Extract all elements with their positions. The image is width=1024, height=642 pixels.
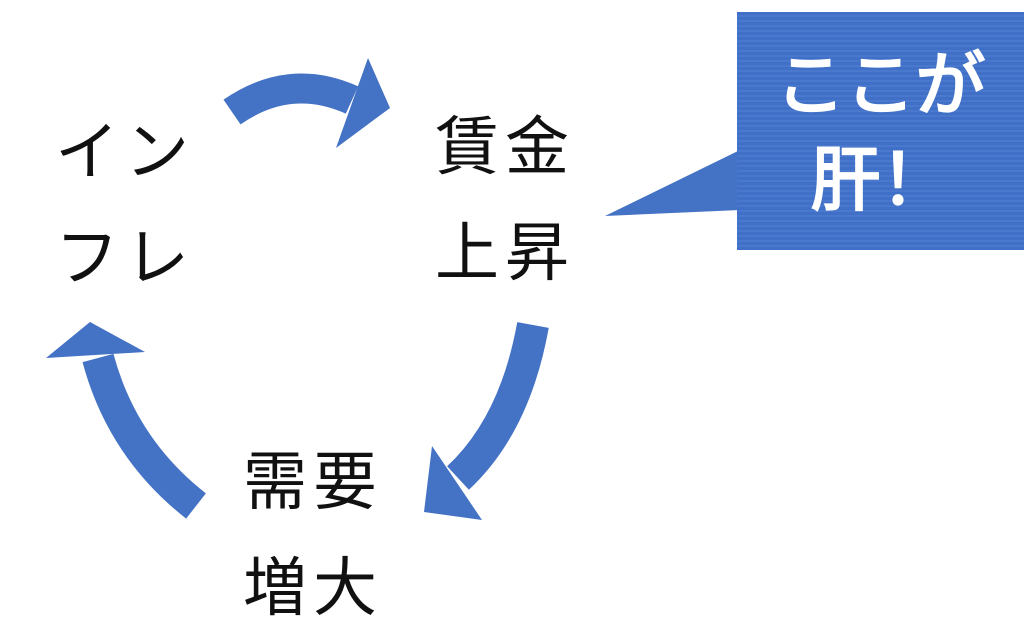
node-inflation-line1: イン <box>55 116 195 190</box>
arrow-wage-to-demand <box>424 322 549 520</box>
callout-line1: ここが <box>775 44 986 126</box>
node-wage-rise-line1: 賃金 <box>435 111 575 185</box>
arrow-inflation-to-wage <box>223 58 390 148</box>
arrow-demand-to-inflation <box>46 322 206 519</box>
node-wage-rise-line2: 上昇 <box>435 217 575 291</box>
node-demand-increase: 需要 増大 <box>243 430 383 642</box>
node-demand-line2: 増大 <box>243 552 383 626</box>
callout-line2: 肝！ <box>810 139 951 221</box>
callout-tail <box>605 150 740 216</box>
cycle-diagram <box>46 58 740 520</box>
node-inflation-line2: フレ <box>55 222 195 296</box>
node-inflation: イン フレ <box>55 100 195 312</box>
callout-box: ここが 肝！ <box>737 12 1024 250</box>
node-demand-line1: 需要 <box>243 446 383 520</box>
node-wage-rise: 賃金 上昇 <box>435 95 575 307</box>
